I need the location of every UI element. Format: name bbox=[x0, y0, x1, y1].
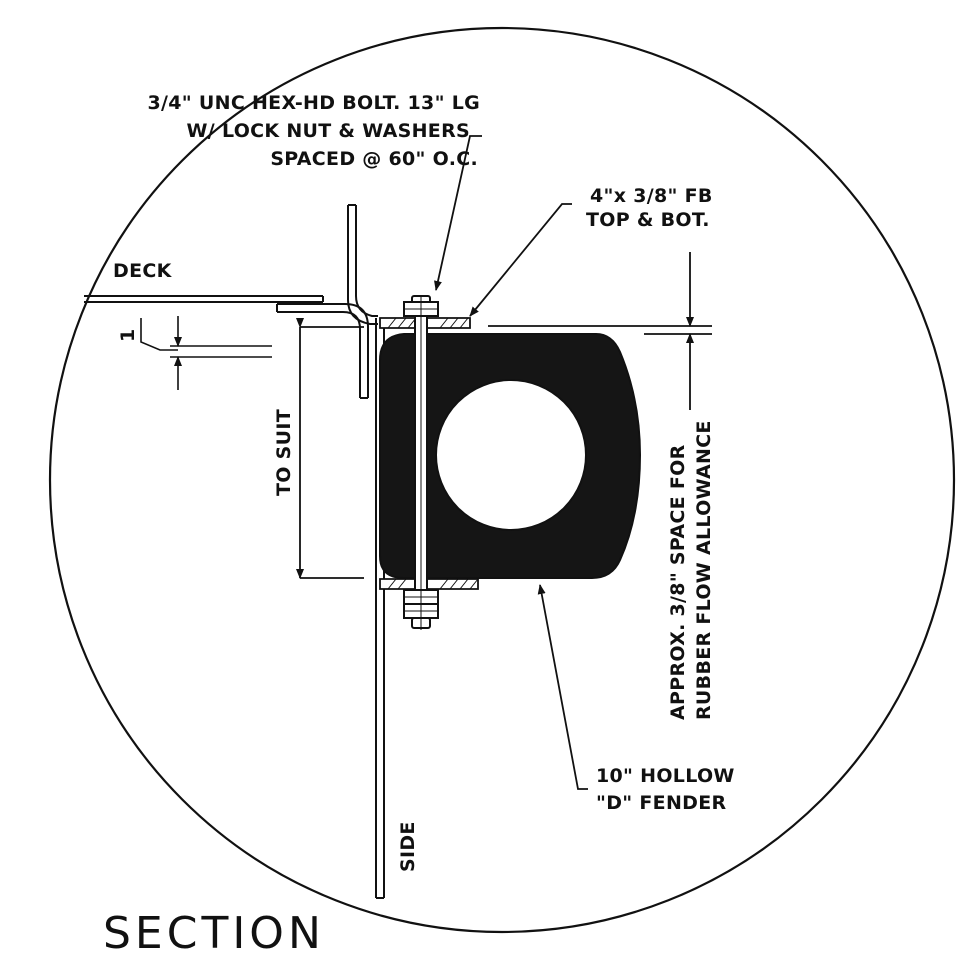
upstand-plate bbox=[347, 204, 378, 325]
space-allowance-label-line2: RUBBER FLOW ALLOWANCE bbox=[693, 420, 715, 720]
bolt-callout-line1: 3/4" UNC HEX-HD BOLT. 13" LG bbox=[147, 92, 480, 114]
bolt-callout-line3: SPACED @ 60" O.C. bbox=[270, 148, 478, 170]
side-label: SIDE bbox=[397, 821, 419, 872]
deck-angle bbox=[276, 303, 369, 399]
bolt-center-lines bbox=[404, 296, 438, 630]
flat-bar-callout-line2: TOP & BOT. bbox=[586, 209, 710, 231]
deck-label: DECK bbox=[113, 260, 172, 282]
circle-gap-mask bbox=[106, 51, 322, 213]
space-allowance-label-line1: APPROX. 3/8" SPACE FOR bbox=[667, 444, 689, 720]
fender-callout-line2: "D" FENDER bbox=[596, 792, 727, 814]
section-title: SECTION bbox=[103, 908, 325, 959]
space-allowance-dimension bbox=[488, 252, 712, 410]
deck-plate bbox=[84, 295, 324, 303]
leader-lines bbox=[434, 135, 588, 790]
flat-bar-callout-line1: 4"x 3/8" FB bbox=[590, 185, 713, 207]
flat-bar-hatch bbox=[387, 317, 479, 590]
d-fender-hollow bbox=[435, 379, 587, 531]
fender-callout-line1: 10" HOLLOW bbox=[596, 765, 735, 787]
slope-dimension bbox=[140, 316, 272, 390]
detail-circle bbox=[48, 26, 956, 934]
to-suit-label: TO SUIT bbox=[273, 409, 295, 496]
to-suit-dimension bbox=[296, 318, 364, 579]
slope-label: 1 bbox=[117, 328, 139, 342]
bolt-callout-line2: W/ LOCK NUT & WASHERS bbox=[186, 120, 470, 142]
